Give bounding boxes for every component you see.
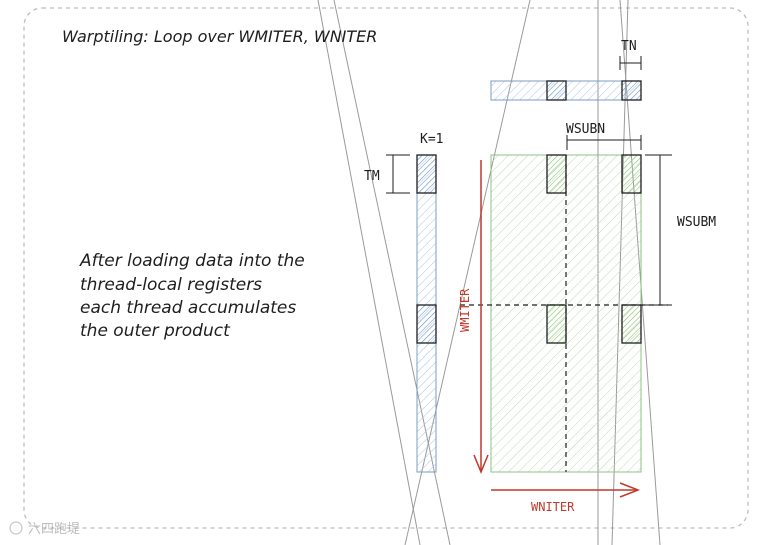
b-register-block bbox=[621, 80, 642, 101]
wniter-label: WNITER bbox=[531, 500, 575, 514]
tm-dimension: TM bbox=[364, 154, 410, 194]
wsubn-label: WSUBN bbox=[566, 122, 605, 137]
diagram-title: Warptiling: Loop over WMITER, WNITER bbox=[62, 27, 377, 46]
wmiter-label: WMITER bbox=[458, 288, 472, 332]
c-accumulator-block bbox=[546, 304, 567, 344]
c-accumulator-block bbox=[621, 304, 642, 344]
wsubm-label: WSUBM bbox=[677, 215, 716, 230]
b-register-block bbox=[546, 80, 567, 101]
c-accumulator-block bbox=[621, 154, 642, 194]
tm-label: TM bbox=[364, 169, 380, 184]
b-register-strip bbox=[490, 80, 642, 101]
tn-label: TN bbox=[621, 39, 637, 54]
wniter-arrow: WNITER bbox=[491, 482, 641, 514]
wsubn-dimension: WSUBN bbox=[566, 122, 642, 150]
description: After loading data into the thread-local… bbox=[79, 251, 305, 341]
tn-dimension: TN bbox=[619, 39, 642, 70]
outer-frame bbox=[23, 7, 749, 529]
a-register-strip bbox=[416, 154, 437, 473]
description-line: each thread accumulates bbox=[80, 298, 296, 318]
a-register-block bbox=[416, 304, 437, 344]
watermark-text: 六四跑堤 bbox=[28, 522, 80, 537]
k-label: K=1 bbox=[420, 132, 443, 147]
a-register-block bbox=[416, 154, 437, 194]
wsubm-dimension: WSUBM bbox=[645, 154, 716, 306]
watermark: 六四跑堤 bbox=[9, 521, 80, 537]
wmiter-arrow: WMITER bbox=[458, 160, 489, 474]
c-accumulator-block bbox=[546, 154, 567, 194]
description-line: the outer product bbox=[80, 321, 231, 341]
c-warp-tile bbox=[460, 154, 668, 473]
watermark-logo-icon bbox=[9, 521, 23, 535]
description-line: thread-local registers bbox=[80, 275, 262, 295]
description-line: After loading data into the bbox=[79, 251, 305, 271]
